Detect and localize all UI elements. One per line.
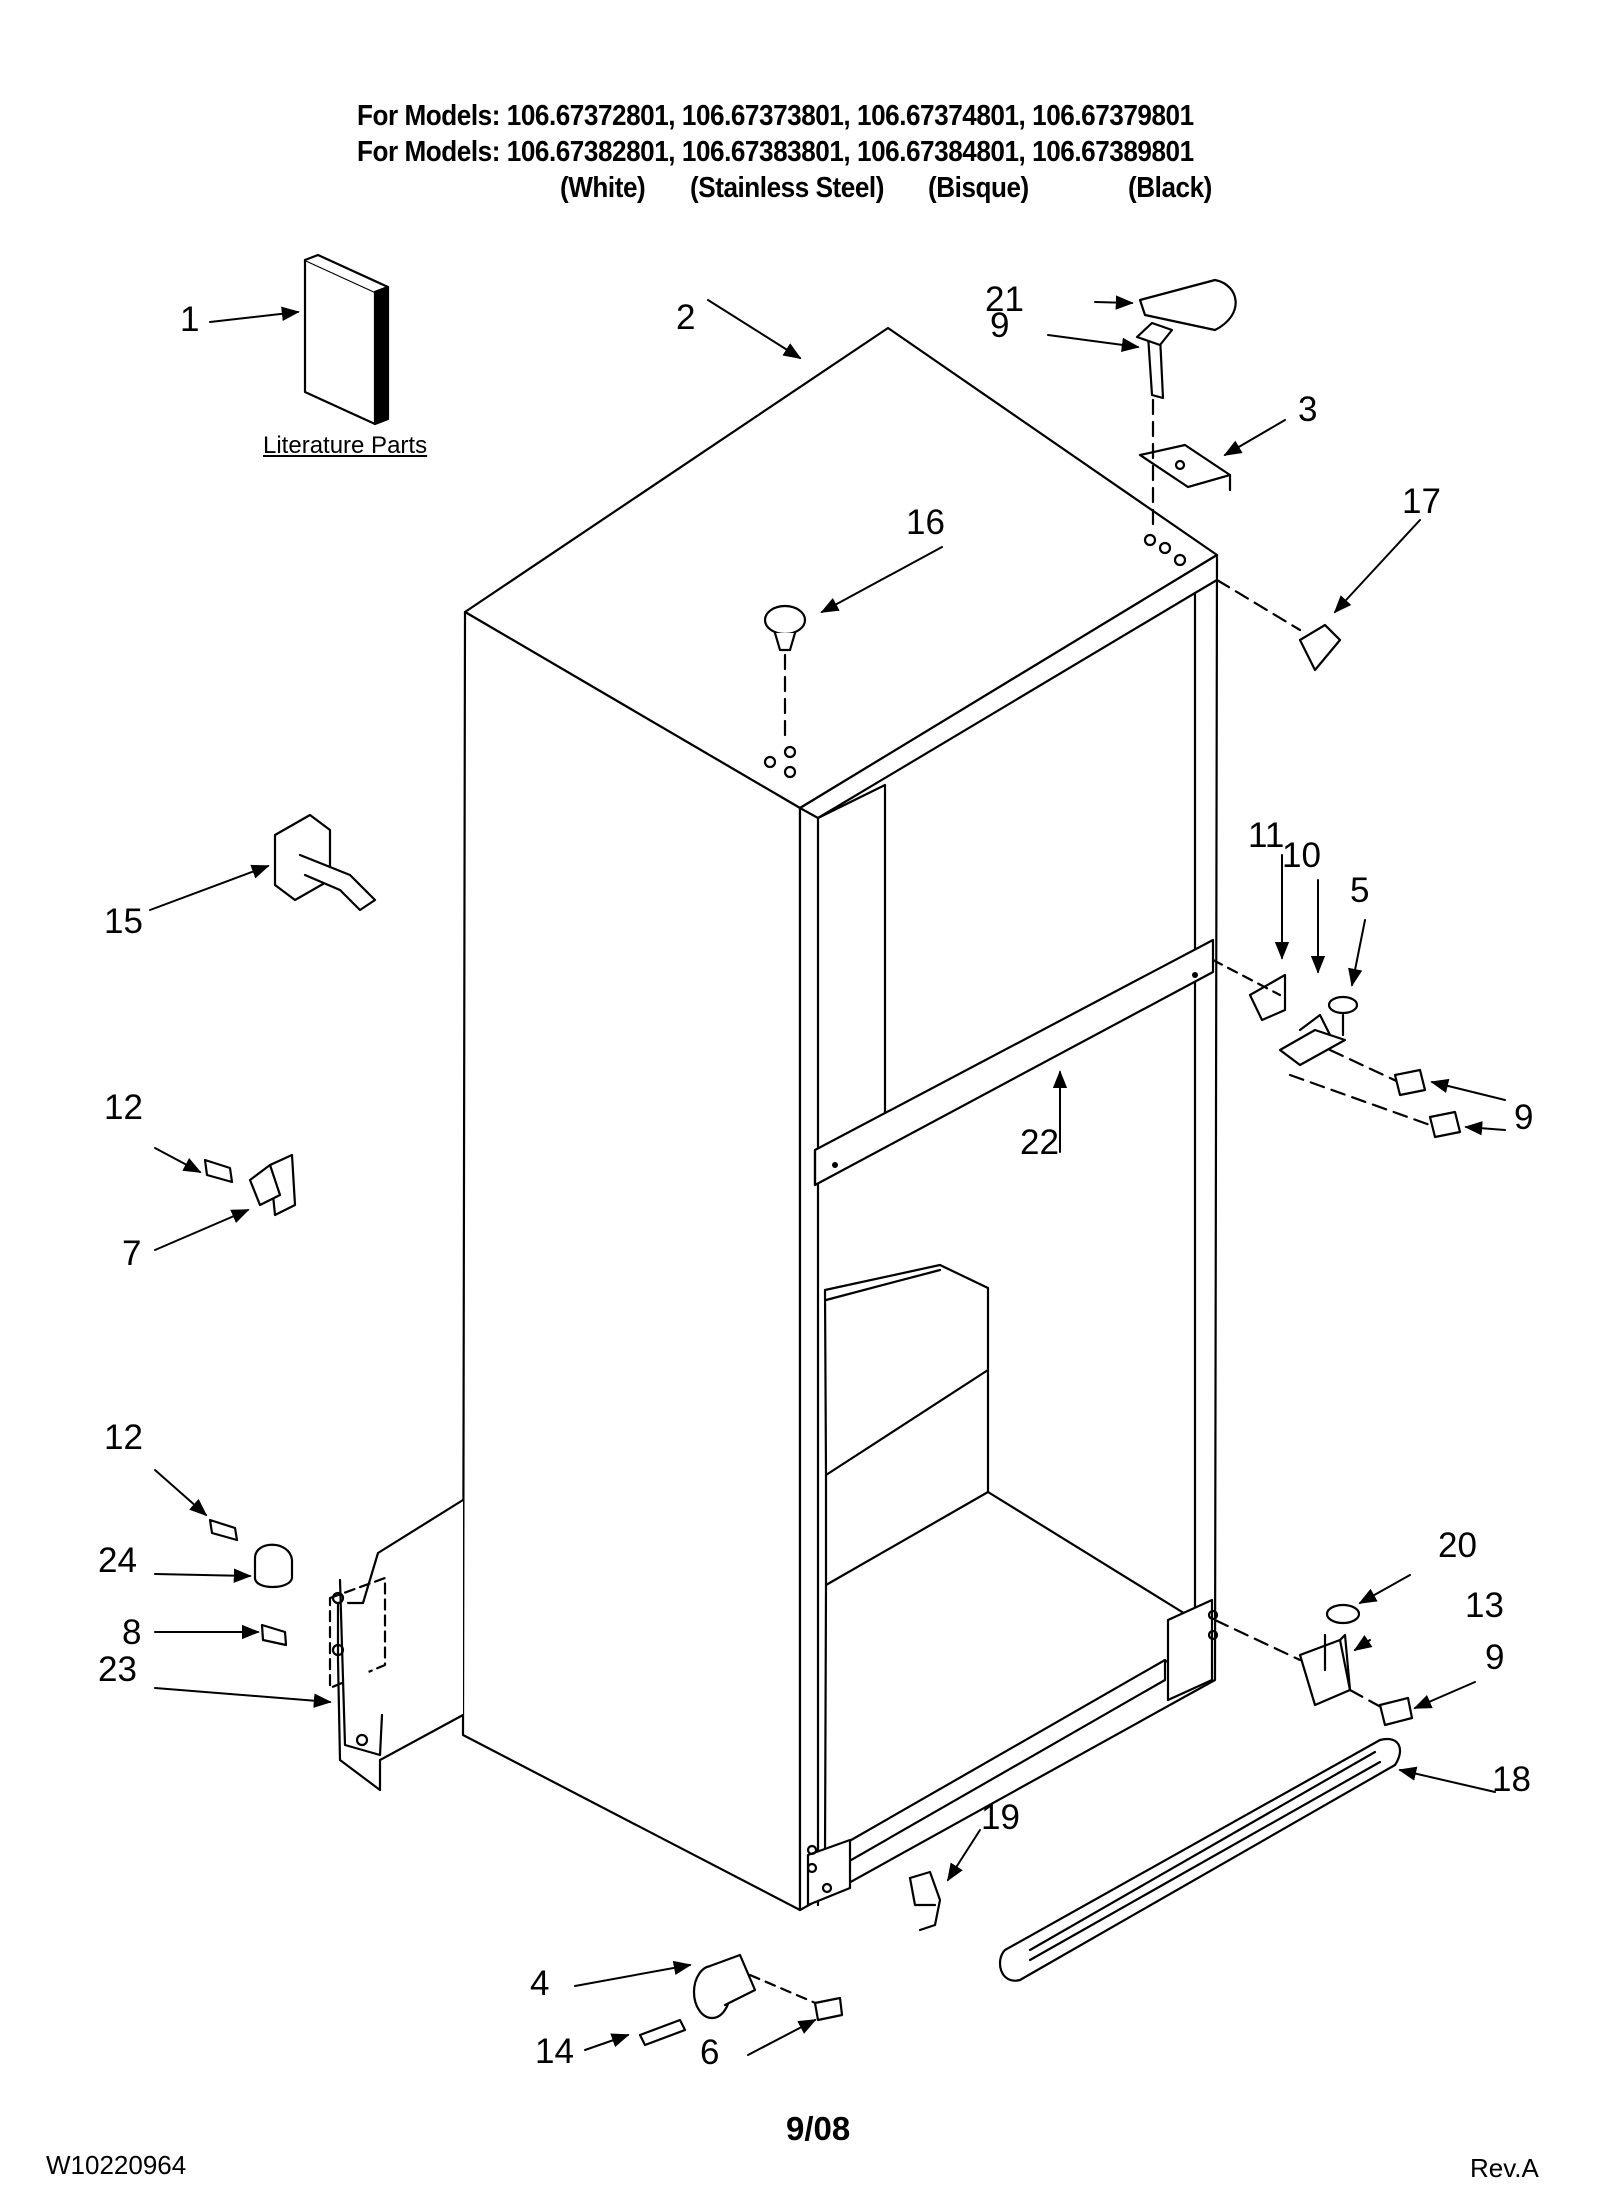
literature-booklet xyxy=(303,253,390,426)
doc-number: W10220964 xyxy=(46,2150,187,2180)
callout-24: 24 xyxy=(98,1541,137,1580)
color-stainless: (Stainless Steel) xyxy=(690,172,884,204)
callout-20: 20 xyxy=(1438,1526,1477,1565)
callout-9-lower: 9 xyxy=(1485,1638,1505,1677)
color-white: (White) xyxy=(560,172,646,204)
callout-2: 2 xyxy=(676,298,696,337)
door-stop xyxy=(1215,578,1342,672)
lower-left-parts xyxy=(208,1518,387,1757)
callout-1: 1 xyxy=(180,300,200,339)
upper-left-bracket xyxy=(203,1153,297,1217)
lower-hinge xyxy=(1213,1603,1414,1727)
refrigerator-cabinet xyxy=(336,326,1219,1912)
top-plug xyxy=(763,604,807,742)
toe-grille xyxy=(998,1737,1402,1982)
callout-19: 19 xyxy=(981,1798,1020,1837)
callout-13: 13 xyxy=(1465,1586,1504,1625)
grille-clip xyxy=(908,1870,942,1932)
callout-6: 6 xyxy=(700,2033,720,2072)
revision-date: 9/08 xyxy=(786,2110,851,2147)
callout-5: 5 xyxy=(1350,871,1370,910)
callout-21: 21 xyxy=(985,280,1024,319)
handle-part xyxy=(273,813,377,912)
literature-parts-label: Literature Parts xyxy=(263,432,428,459)
callout-12-upper: 12 xyxy=(104,1088,143,1127)
callout-11: 11 xyxy=(1248,816,1285,855)
callout-3: 3 xyxy=(1298,390,1318,429)
callout-arrows xyxy=(149,295,1506,2056)
models-line-2: For Models: 106.67382801, 106.67383801, … xyxy=(357,136,1194,168)
revision-label: Rev.A xyxy=(1470,2153,1539,2183)
callout-15: 15 xyxy=(104,902,143,941)
callout-12-lower: 12 xyxy=(104,1418,143,1457)
callout-16: 16 xyxy=(906,503,945,542)
callout-8: 8 xyxy=(122,1613,142,1652)
callout-9-top: 9 xyxy=(990,306,1010,345)
callout-7: 7 xyxy=(122,1234,142,1273)
callout-18: 18 xyxy=(1492,1760,1531,1799)
callout-10: 10 xyxy=(1282,836,1321,875)
center-hinge xyxy=(1211,958,1462,1139)
callout-14: 14 xyxy=(535,2032,574,2071)
rear-roller xyxy=(638,1953,844,2047)
models-line-1: For Models: 106.67372801, 106.67373801, … xyxy=(357,100,1194,132)
callout-22: 22 xyxy=(1020,1123,1059,1162)
color-black: (Black) xyxy=(1128,172,1212,204)
top-hinge xyxy=(1135,321,1232,532)
callout-23: 23 xyxy=(98,1650,137,1689)
callout-17: 17 xyxy=(1402,482,1441,521)
callout-4: 4 xyxy=(530,1964,550,2003)
callout-9-center: 9 xyxy=(1514,1098,1534,1137)
color-bisque: (Bisque) xyxy=(928,172,1029,204)
top-hinge-cover xyxy=(1138,278,1237,332)
